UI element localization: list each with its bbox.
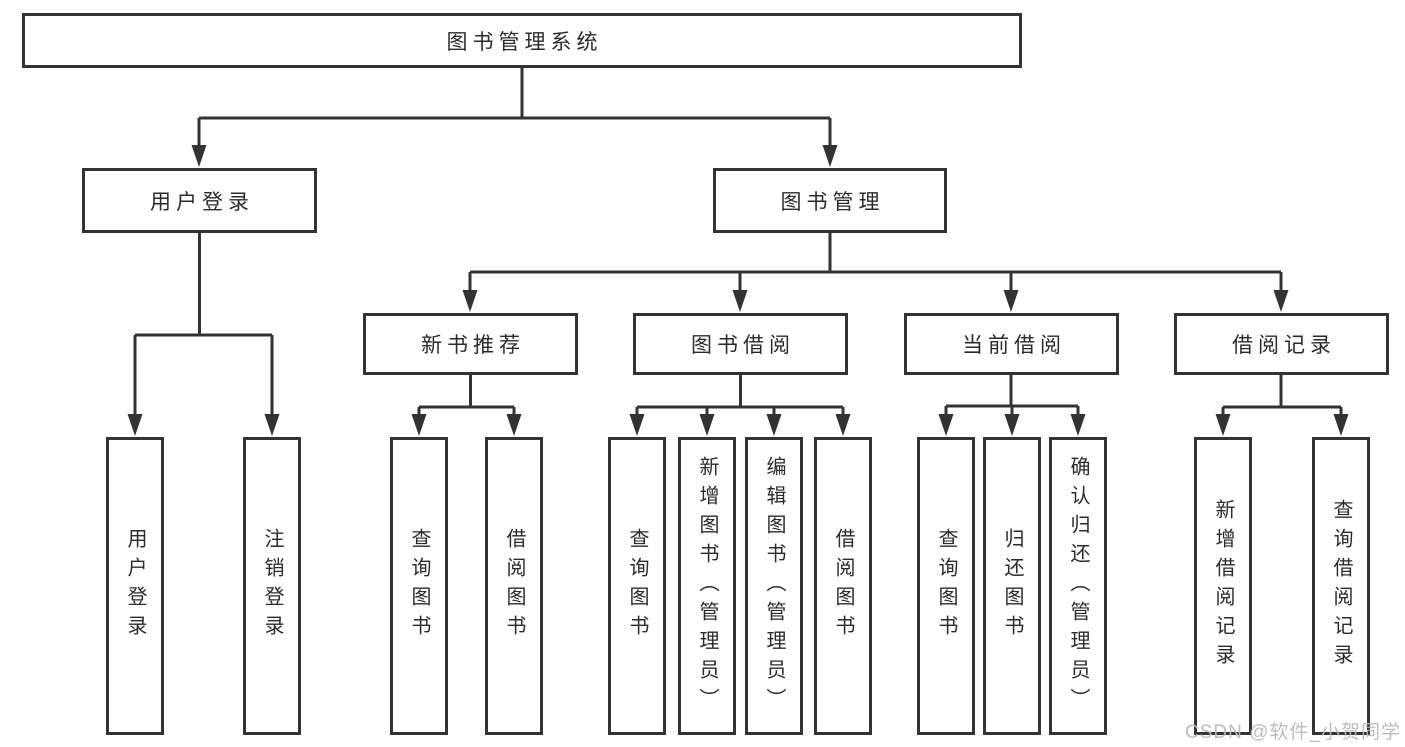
connector-records-to-leaves (1215, 375, 1349, 436)
leaf-records-add-record: 新增借阅记录 (1194, 437, 1252, 735)
leaf-label: 新增图书（管理员） (696, 455, 718, 717)
leaf-label: 查询图书 (408, 528, 430, 644)
node-label: 图书管理系统 (446, 30, 603, 54)
leaf-label: 查询图书 (626, 528, 648, 644)
leaf-label: 注销登录 (261, 528, 283, 644)
node-current-borrow: 当前借阅 (904, 313, 1119, 375)
leaf-user-login: 用户登录 (106, 437, 164, 735)
leaf-newbook-query-books: 查询图书 (390, 437, 448, 735)
node-root-library-system: 图书管理系统 (22, 13, 1022, 68)
leaf-borrow-edit-books-admin: 编辑图书（管理员） (745, 437, 803, 735)
leaf-current-query-books: 查询图书 (917, 437, 975, 735)
node-label: 图书管理 (780, 190, 885, 214)
connector-new-book-to-leaves (411, 375, 522, 436)
node-label: 用户登录 (150, 190, 254, 214)
leaf-label: 用户登录 (124, 528, 146, 644)
leaf-current-confirm-return-admin: 确认归还（管理员） (1049, 437, 1107, 735)
leaf-label: 归还图书 (1001, 528, 1023, 644)
leaf-borrow-add-books-admin: 新增图书（管理员） (678, 437, 736, 735)
connector-borrow-to-leaves (629, 375, 851, 436)
connector-current-to-leaves (938, 375, 1086, 436)
node-borrow-records: 借阅记录 (1174, 313, 1389, 375)
leaf-label: 查询图书 (935, 528, 957, 644)
connector-user-login-to-leaves (127, 233, 280, 436)
csdn-watermark: CSDN @软件_小贺同学 (1185, 722, 1401, 743)
leaf-records-query-record: 查询借阅记录 (1312, 437, 1370, 735)
leaf-borrow-query-books: 查询图书 (608, 437, 666, 735)
node-label: 图书借阅 (691, 334, 795, 357)
leaf-label: 确认归还（管理员） (1067, 455, 1089, 717)
leaf-newbook-borrow-books: 借阅图书 (485, 437, 543, 735)
leaf-borrow-borrow-books: 借阅图书 (814, 437, 872, 735)
node-new-book-recommend: 新书推荐 (363, 313, 578, 375)
node-book-management: 图书管理 (713, 168, 947, 233)
leaf-label: 编辑图书（管理员） (763, 455, 785, 717)
leaf-current-return-books: 归还图书 (983, 437, 1041, 735)
leaf-label: 新增借阅记录 (1212, 499, 1234, 673)
leaf-label: 借阅图书 (503, 528, 525, 644)
connector-book-management-to-level2 (462, 233, 1289, 312)
node-book-borrow: 图书借阅 (633, 313, 848, 375)
connector-root-to-level1 (191, 68, 838, 167)
leaf-label: 查询借阅记录 (1330, 499, 1352, 673)
node-label: 当前借阅 (962, 334, 1066, 357)
leaf-logout: 注销登录 (243, 437, 301, 735)
node-user-login: 用户登录 (82, 168, 317, 233)
node-label: 借阅记录 (1232, 334, 1336, 357)
leaf-label: 借阅图书 (832, 528, 854, 644)
node-label: 新书推荐 (421, 334, 525, 357)
